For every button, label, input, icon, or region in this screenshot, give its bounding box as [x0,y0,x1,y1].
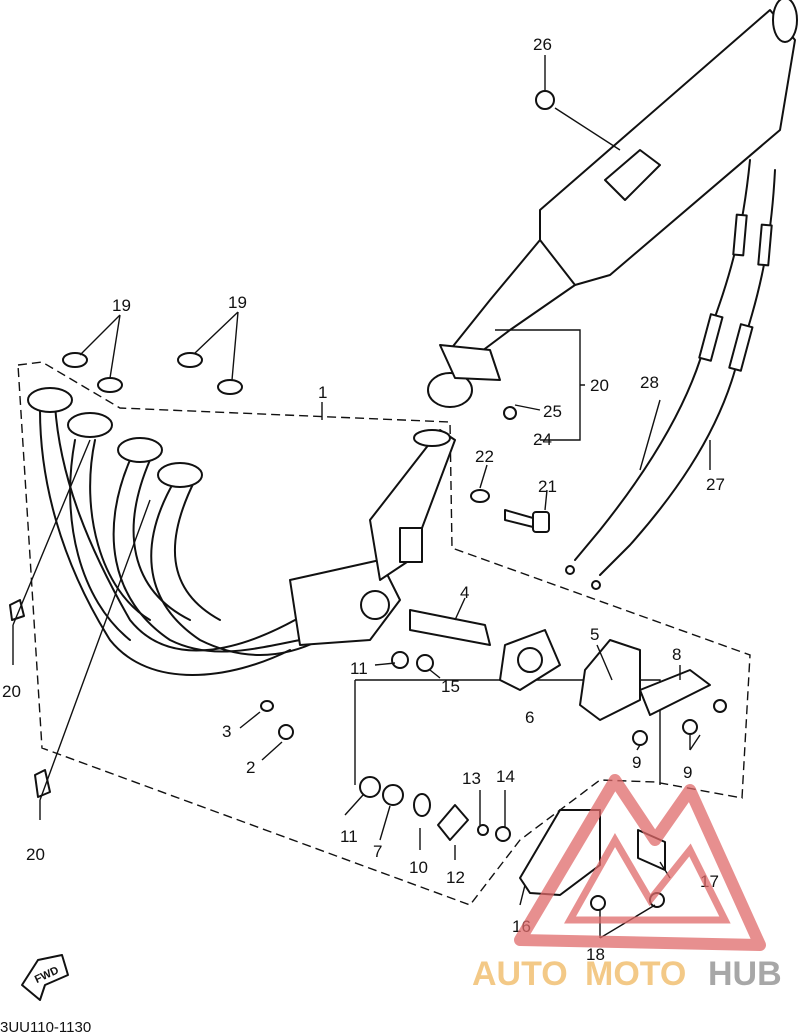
diagram-code: 3UU110-1130 [0,1019,91,1036]
watermark-hub: HUB [708,955,782,993]
fwd-arrow: FWD [21,954,69,1001]
throttle-cables [565,159,776,590]
callout-3: 3 [222,722,231,741]
exhaust-header [27,387,456,676]
callout-20-top: 20 [2,682,21,701]
callout-19a: 19 [112,296,131,315]
callout-11a: 11 [350,659,368,678]
callout-27: 27 [706,475,725,494]
callout-19b: 19 [228,293,247,312]
callout-24: 24 [533,430,552,449]
callout-6: 6 [525,708,534,727]
callout-21: 21 [538,477,557,496]
automotohub-watermark: AUTO MOTO HUB [472,774,782,993]
watermark-auto: AUTO [472,955,568,993]
callout-26: 26 [533,35,552,54]
callout-13: 13 [462,769,481,788]
callout-22: 22 [475,447,494,466]
callout-7: 7 [373,842,382,861]
callout-25: 25 [543,402,562,421]
callout-2: 2 [246,758,255,777]
muffler [427,0,798,408]
callout-8: 8 [672,645,681,664]
callout-18: 18 [586,945,605,964]
leader-lines [12,55,711,939]
callout-23: 20 [590,376,609,395]
callout-28: 28 [640,373,659,392]
callout-20-bottom: 20 [26,845,45,864]
callout-12: 12 [446,868,465,887]
callout-9b: 9 [683,763,692,782]
callout-9a: 9 [632,753,641,772]
subassembly-bracket [355,679,661,785]
callout-5: 5 [590,625,599,644]
callout-11b: 11 [340,827,358,846]
callout-10: 10 [409,858,428,877]
callout-4: 4 [460,583,469,602]
gaskets [62,352,243,395]
callout-14: 14 [496,767,515,786]
assembly-outline [17,361,751,906]
callout-15: 15 [441,677,460,696]
watermark-moto: MOTO [585,955,686,993]
callout-1: 1 [318,383,327,402]
